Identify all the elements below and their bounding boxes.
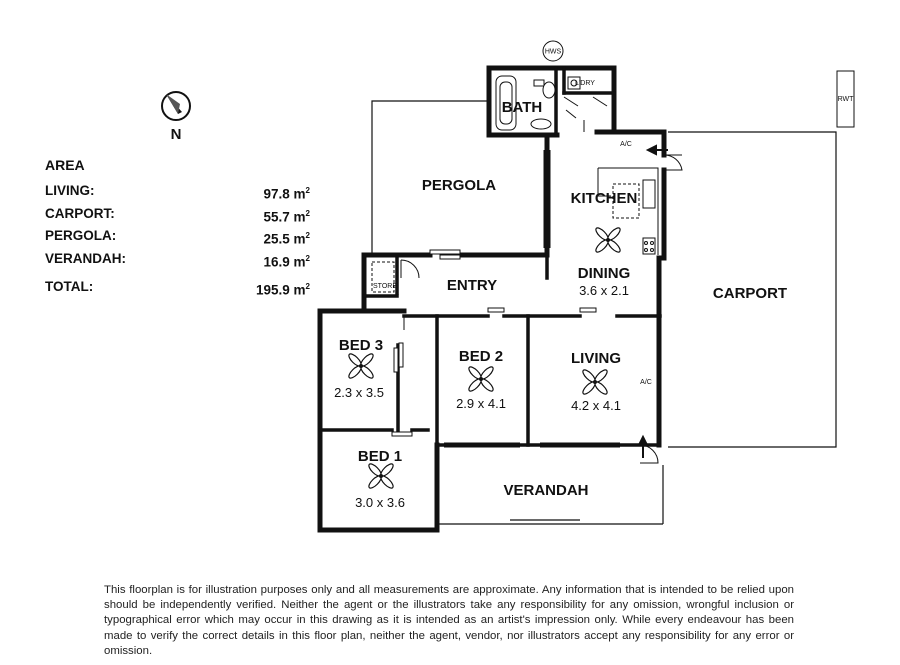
bed3-label: BED 3 xyxy=(339,337,383,354)
bath-label: BATH xyxy=(502,99,543,116)
rainwater-tank xyxy=(836,70,855,128)
area-row-value: 25.5 m2 xyxy=(263,231,310,247)
bathroom-fixtures xyxy=(495,75,581,131)
ceiling-fan-icon xyxy=(346,351,376,381)
area-total-value: 195.9 m2 xyxy=(256,282,310,298)
dining-dimensions: 3.6 x 2.1 xyxy=(579,283,629,298)
bed2-dimensions: 2.9 x 4.1 xyxy=(456,396,506,411)
verandah-label: VERANDAH xyxy=(503,482,588,499)
store-cupboard xyxy=(371,261,395,293)
ceiling-fan-icon xyxy=(466,364,496,394)
area-row-total: TOTAL: 195.9 m2 xyxy=(45,277,310,300)
bed3-dimensions: 2.3 x 3.5 xyxy=(334,385,384,400)
entrance-arrow-icons xyxy=(637,144,668,458)
living-label: LIVING xyxy=(571,350,621,367)
area-row-value: 55.7 m2 xyxy=(263,208,310,225)
sliding-doors xyxy=(391,249,597,437)
area-row-value: 97.8 m2 xyxy=(263,186,310,202)
exterior-walls xyxy=(317,65,667,533)
area-row-label: CARPORT: xyxy=(45,205,115,221)
ac-label-kitchen: A/C xyxy=(620,141,632,148)
area-row-label: VERANDAH: xyxy=(45,250,126,266)
entry-label: ENTRY xyxy=(447,277,497,294)
area-table: AREA LIVING: 97.8 m2 CARPORT: 55.7 m2 PE… xyxy=(45,157,310,300)
windows xyxy=(317,150,667,533)
bed1-dimensions: 3.0 x 3.6 xyxy=(355,495,405,510)
dining-label: DINING xyxy=(578,265,631,282)
interior-walls xyxy=(318,66,662,447)
north-compass-icon xyxy=(161,91,191,121)
outdoor-outlines xyxy=(371,100,837,525)
ac-label-living: A/C xyxy=(640,379,652,386)
area-row-pergola: PERGOLA: 25.5 m2 xyxy=(45,226,310,249)
compass-north-label: N xyxy=(171,126,182,143)
bed1-label: BED 1 xyxy=(358,448,402,465)
carport-label: CARPORT xyxy=(713,285,787,302)
hws-label: HWS xyxy=(545,49,562,56)
floor-plan: N HWS RWT xyxy=(161,40,855,533)
kitchen-fixtures xyxy=(597,167,659,255)
area-row-verandah: VERANDAH: 16.9 m2 xyxy=(45,249,310,272)
store-label: STORE xyxy=(373,283,397,290)
area-row-value: 16.9 m2 xyxy=(263,253,310,270)
door-swings xyxy=(400,154,683,464)
living-dimensions: 4.2 x 4.1 xyxy=(571,398,621,413)
disclaimer-text: This floorplan is for illustration purpo… xyxy=(104,584,794,657)
hot-water-system-icon xyxy=(542,40,564,62)
rwt-label: RWT xyxy=(838,96,855,103)
laundry-label: L'DRY xyxy=(575,80,595,87)
area-row-label: LIVING: xyxy=(45,183,95,198)
area-row-label: PERGOLA: xyxy=(45,228,117,243)
area-row-carport: CARPORT: 55.7 m2 xyxy=(45,204,310,227)
ceiling-fan-icon xyxy=(580,367,610,397)
pergola-label: PERGOLA xyxy=(422,177,496,194)
kitchen-label: KITCHEN xyxy=(571,190,638,207)
bathroom-doors xyxy=(563,96,608,132)
ceiling-fan-icon xyxy=(593,225,623,255)
area-row-living: LIVING: 97.8 m2 xyxy=(45,181,310,204)
bed2-label: BED 2 xyxy=(459,348,503,365)
area-title: AREA xyxy=(45,157,85,173)
area-total-label: TOTAL: xyxy=(45,279,94,294)
ceiling-fan-icon xyxy=(366,461,396,491)
